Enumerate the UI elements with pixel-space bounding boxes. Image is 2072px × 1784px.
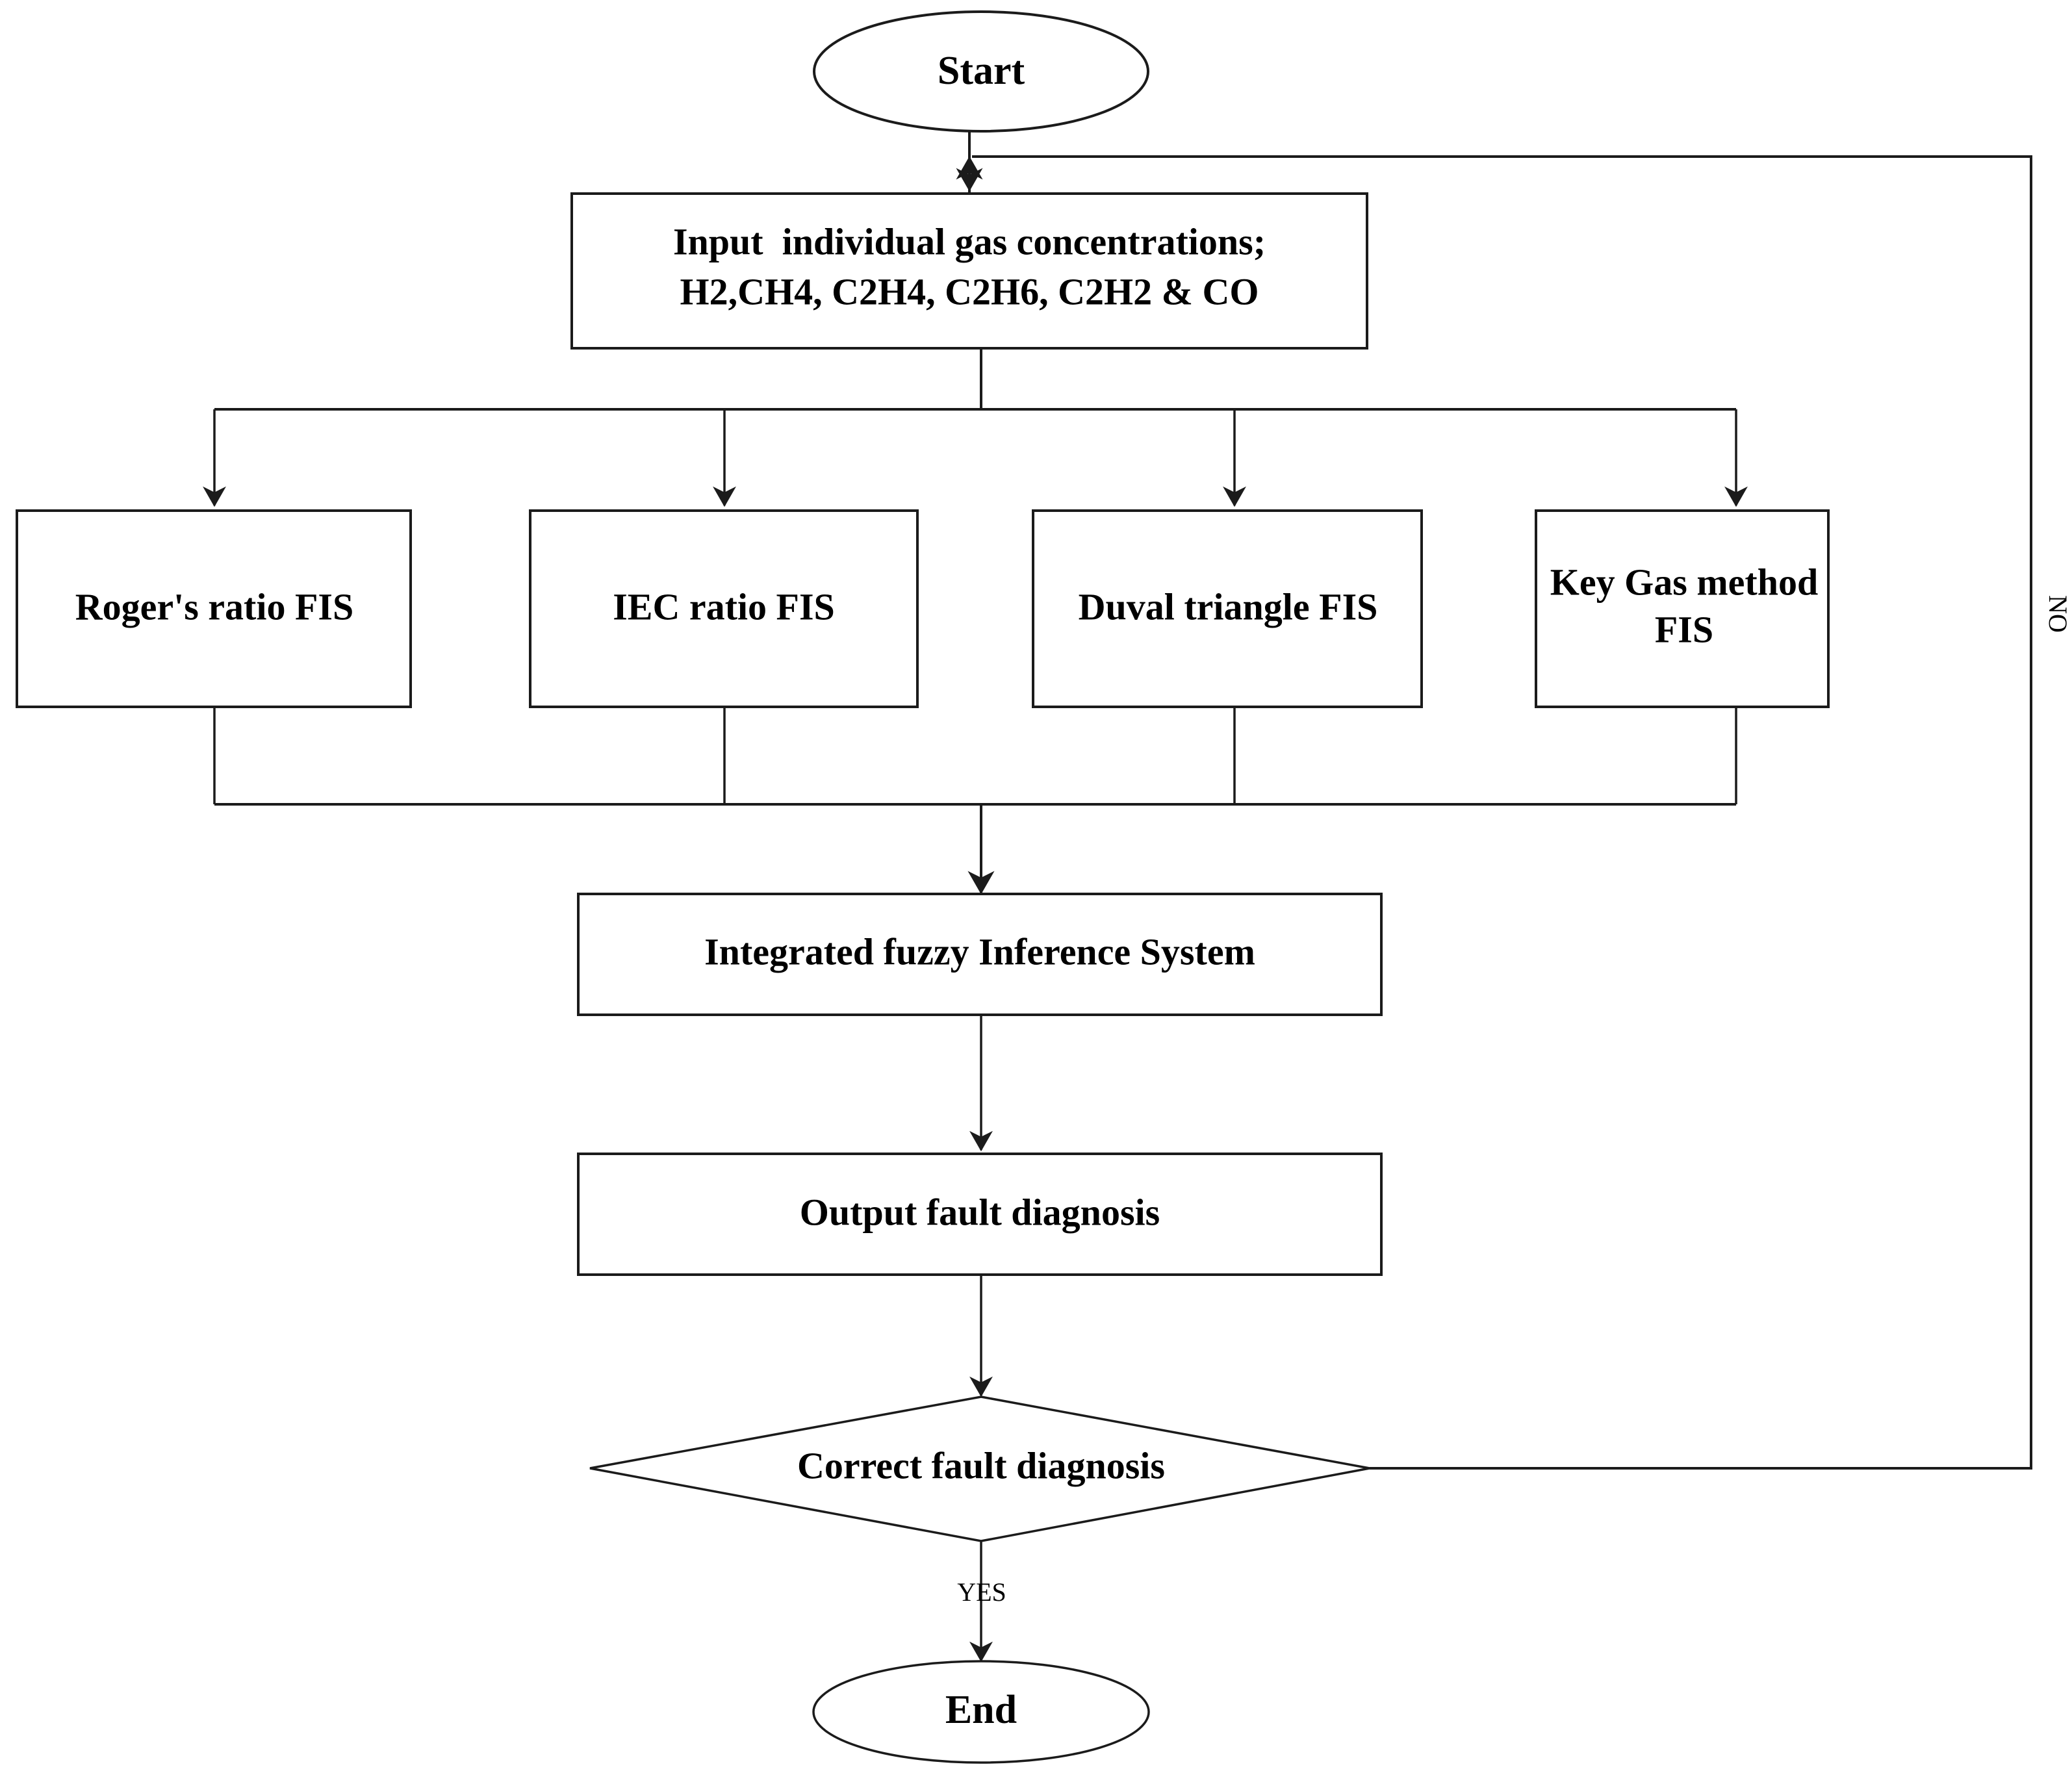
decision-label: Correct fault diagnosis [797,1444,1165,1486]
fis-box-3-label: Duval triangle FIS [1079,585,1378,628]
edge-decision-no-feedback [972,155,2032,1470]
fis-box-1-label: Roger's ratio FIS [75,585,354,628]
integrated-fis-label: Integrated fuzzy Inference System [704,930,1255,973]
output-process-shape [577,1153,1383,1276]
fis-box-4-label-line1: Key Gas method [1550,561,1818,603]
output-label: Output fault diagnosis [800,1191,1160,1233]
start-terminal-shape [813,10,1149,133]
fis-box-2-label: IEC ratio FIS [613,585,835,628]
input-process-shape [570,192,1368,350]
edge-label-yes: YES [957,1577,1006,1607]
end-terminal-shape [812,1660,1150,1764]
fis-box-3-shape [1032,509,1423,708]
start-label: Start [938,49,1025,93]
end-label: End [945,1688,1017,1732]
input-label-line2: H2,CH4, C2H4, C2H6, C2H2 & CO [680,270,1259,312]
integrated-fis-shape [577,893,1383,1016]
fis-box-1-shape [16,509,412,708]
edge-label-no: NO [2043,595,2072,633]
decision-diamond-shape [589,1395,1370,1542]
fis-box-2-shape [529,509,919,708]
fis-box-4-label-line2: FIS [1655,608,1713,650]
fis-box-4-shape [1535,509,1830,708]
input-label-line1: Input individual gas concentrations; [673,220,1266,262]
